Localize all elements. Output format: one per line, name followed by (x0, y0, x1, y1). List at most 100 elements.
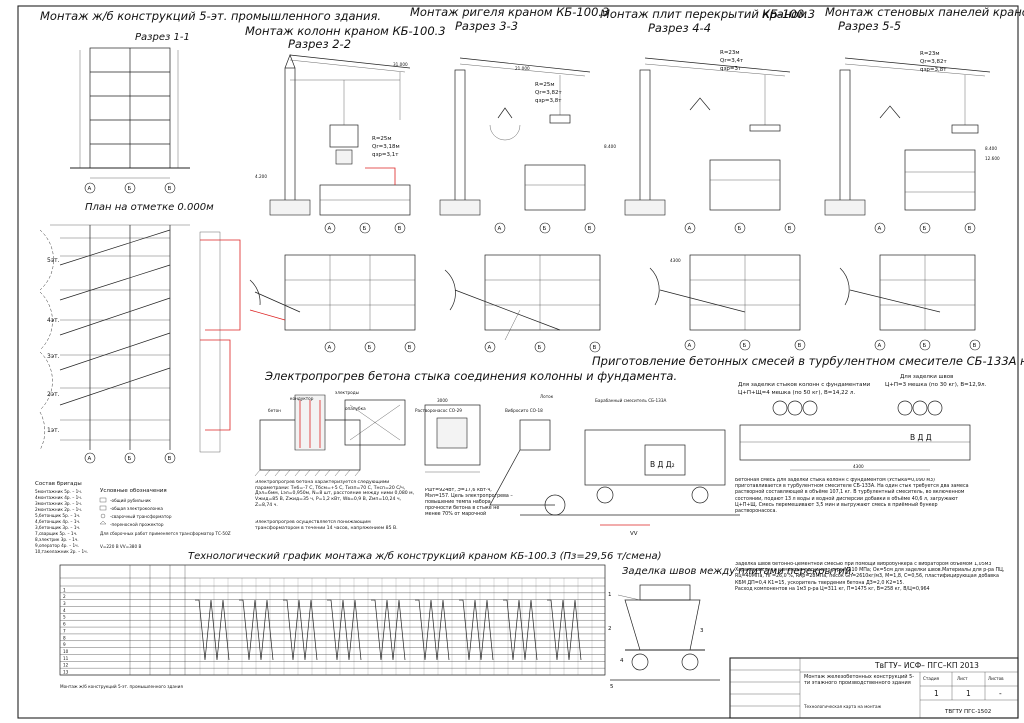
c3-elev: 21.000 (515, 66, 530, 71)
tray-label: Лоток (540, 394, 554, 399)
mix-col-title: Для заделки стыков колонн с фундаментами (738, 382, 871, 388)
plan-title: План на отметке 0.000м (85, 202, 214, 213)
c4-r: R=23м (720, 50, 740, 56)
schedule-row-label: 12 (63, 663, 69, 668)
mix-seam-title: Для заделки швов (900, 374, 953, 380)
brigade-row-4: 5,бетонщик 5р. – 1ч. (35, 513, 80, 518)
schedule-row-label: 5 (63, 615, 66, 620)
schedule-row-label: 10 (63, 649, 69, 654)
schedule-bar (547, 599, 582, 661)
joint-n4: 4 (620, 658, 624, 664)
panel-crane-title: Монтаж стеновых панелей краном КБ-100.3 (825, 5, 1024, 19)
axis-v-p5: В (973, 343, 977, 349)
schedule-bar (283, 599, 318, 661)
axis-v-p2: В (408, 345, 412, 351)
c3-q: Qr=3,82т (535, 90, 562, 96)
c3-r: R=25м (535, 82, 555, 88)
schedule-row-label: 1 (63, 587, 66, 592)
crane-section-4-4: R=23м Qr=3,4т qзр=3т 8.400 А Б В (604, 50, 796, 234)
schedule-bar (195, 599, 230, 661)
axis-b-p2: Б (368, 345, 372, 351)
c2-q: Qr=3,18м (372, 144, 400, 150)
schedule-row-label: 3 (63, 601, 66, 606)
sec55-title: Разрез 5-5 (838, 19, 901, 33)
brigade-row-3: 2монтажник 2р. – 1ч. (35, 507, 82, 512)
axis-v-plan: В (168, 456, 172, 462)
heat-conductor: кондуктор (290, 396, 314, 401)
schedule-row-label: 13 (63, 670, 69, 675)
c5-elev: 8.400 (985, 146, 997, 151)
voltage-note: V=220 В VV=380 В (100, 544, 141, 549)
c3-qzr: qзр=3,8т (535, 98, 562, 104)
brigade-row-1: 4монтажник 4р. – 1ч. (35, 495, 82, 500)
sheet-frame (17, 5, 1019, 719)
brigade-row-9: 9,оператор 4р. – 1ч. (35, 543, 79, 548)
mixer-station: 3000 Растворонасос СО-29 Вибросито СО-18… (415, 394, 740, 537)
schedule-row-label: 7 (63, 628, 66, 633)
floor-4: 4эт. (47, 317, 60, 324)
c2-r: R=25м (372, 136, 392, 142)
c4-qzr: qзр=3т (720, 66, 742, 72)
schedule-footer: Монтаж ж/б конструкций 5-эт. промышленно… (60, 684, 183, 689)
section-1-1: А Б В (70, 47, 190, 194)
axis-a-p5: А (878, 343, 882, 349)
crane-plans: 4300 А Б В А Б В А Б В А Б В (249, 254, 981, 353)
axis-v-44: В (788, 226, 792, 232)
brigade-row-6: 3,бетонщик 3р. – 1ч. (35, 525, 80, 530)
joint-filling: 1 2 3 4 5 Заделка швов бетонно-цементной… (608, 562, 1004, 690)
brigade-row-5: 4,бетонщик 4р. – 1ч. (35, 519, 80, 524)
schedule-bar (415, 599, 450, 661)
axis-b-33: Б (543, 226, 547, 232)
col-crane-title: Монтаж колонн краном КБ-100.3 (245, 24, 446, 38)
axis-a-55: А (878, 226, 882, 232)
schedule-title: Технологический график монтажа ж/б конст… (188, 550, 662, 562)
schedule-bar (239, 599, 274, 661)
stamp-stage: 1 (934, 689, 939, 698)
pump-params: Ршт=924Вт, Э=17,6 кВт·ч, Мэл=157. Цель э… (425, 488, 513, 517)
stamp-sheets: - (999, 689, 1002, 698)
axis-b-11: Б (128, 186, 132, 192)
title-block: ТвГТУ– ИСФ– ПГС–КП 2013 Монтаж железобет… (729, 657, 1019, 719)
axis-v-33: В (588, 226, 592, 232)
dim-top: 3000 (437, 398, 448, 403)
crane-section-2-2: R=25м Qr=3,18м qзр=3,1т 31.000 4.200 А Б… (255, 54, 411, 234)
axis-b-22: Б (363, 226, 367, 232)
axis-a-11: А (88, 186, 92, 192)
heat-electrodes: электроды (335, 390, 359, 395)
stamp-sheets-h: Листов (988, 676, 1004, 681)
joints-title: Заделка швов между плитами перекрытий. (622, 566, 854, 577)
c5-q: Qr=3,82т (920, 59, 947, 65)
schedule-bar (503, 599, 538, 661)
slab-crane-model: КБ-100.3 (762, 7, 815, 21)
axis-b-plan: Б (128, 456, 132, 462)
mix-seam-formula: Ц+П=3 мешка (по 30 кг), В=12,9л. (885, 382, 986, 388)
joint-n1: 1 (608, 592, 612, 598)
c5-qzr: qзр=3,8т (920, 67, 947, 73)
mix-col-formula: Ц+П+Щ=4 мешка (по 50 кг), В=14,22 л. (738, 390, 855, 396)
stamp-org: ТвГТУ– ИСФ– ПГС–КП 2013 (874, 661, 979, 670)
stamp-title: Монтаж железобетонных конструкций 5-ти э… (804, 674, 914, 686)
floor-plan: 5эт. 4эт. 3эт. 2эт. 1эт. А Б В (39, 224, 241, 464)
heat-concrete: бетон (268, 408, 281, 413)
axis-b-p5: Б (923, 343, 927, 349)
schedule-row-label: 8 (63, 635, 66, 640)
brigade-block: Состав бригады 5монтажник 5р. – 1ч. 4мон… (35, 481, 231, 554)
joint-n5: 5 (610, 684, 614, 690)
brigade-row-10: 10,такелажник 2р. – 1ч. (35, 549, 88, 554)
vibro-label: Вибросито СО-18 (505, 408, 543, 413)
brigade-row-2: 3монтажник 3р. – 1ч. (35, 501, 82, 506)
plan4-dim: 4300 (670, 258, 681, 263)
sec22-title: Разрез 2-2 (288, 37, 351, 51)
c4-q: Qr=3,4т (720, 58, 744, 64)
sec33-title: Разрез 3-3 (455, 19, 518, 33)
axis-v-22: В (398, 226, 402, 232)
legend-1: -общая электроколонка (110, 506, 163, 511)
c4-elev: 8.400 (604, 144, 616, 149)
axis-b-p4: Б (743, 343, 747, 349)
schedule-row-label: 2 (63, 594, 66, 599)
crane-section-3-3: R=25м Qr=3,82т qзр=3,8т 21.000 А Б В (439, 57, 596, 234)
c2-qzr: qзр=3,1т (372, 152, 399, 158)
schedule-row-label: 11 (63, 656, 69, 661)
slab-crane-title: Монтаж плит перекрытий краном (600, 7, 807, 21)
schedule-bar (327, 599, 362, 661)
